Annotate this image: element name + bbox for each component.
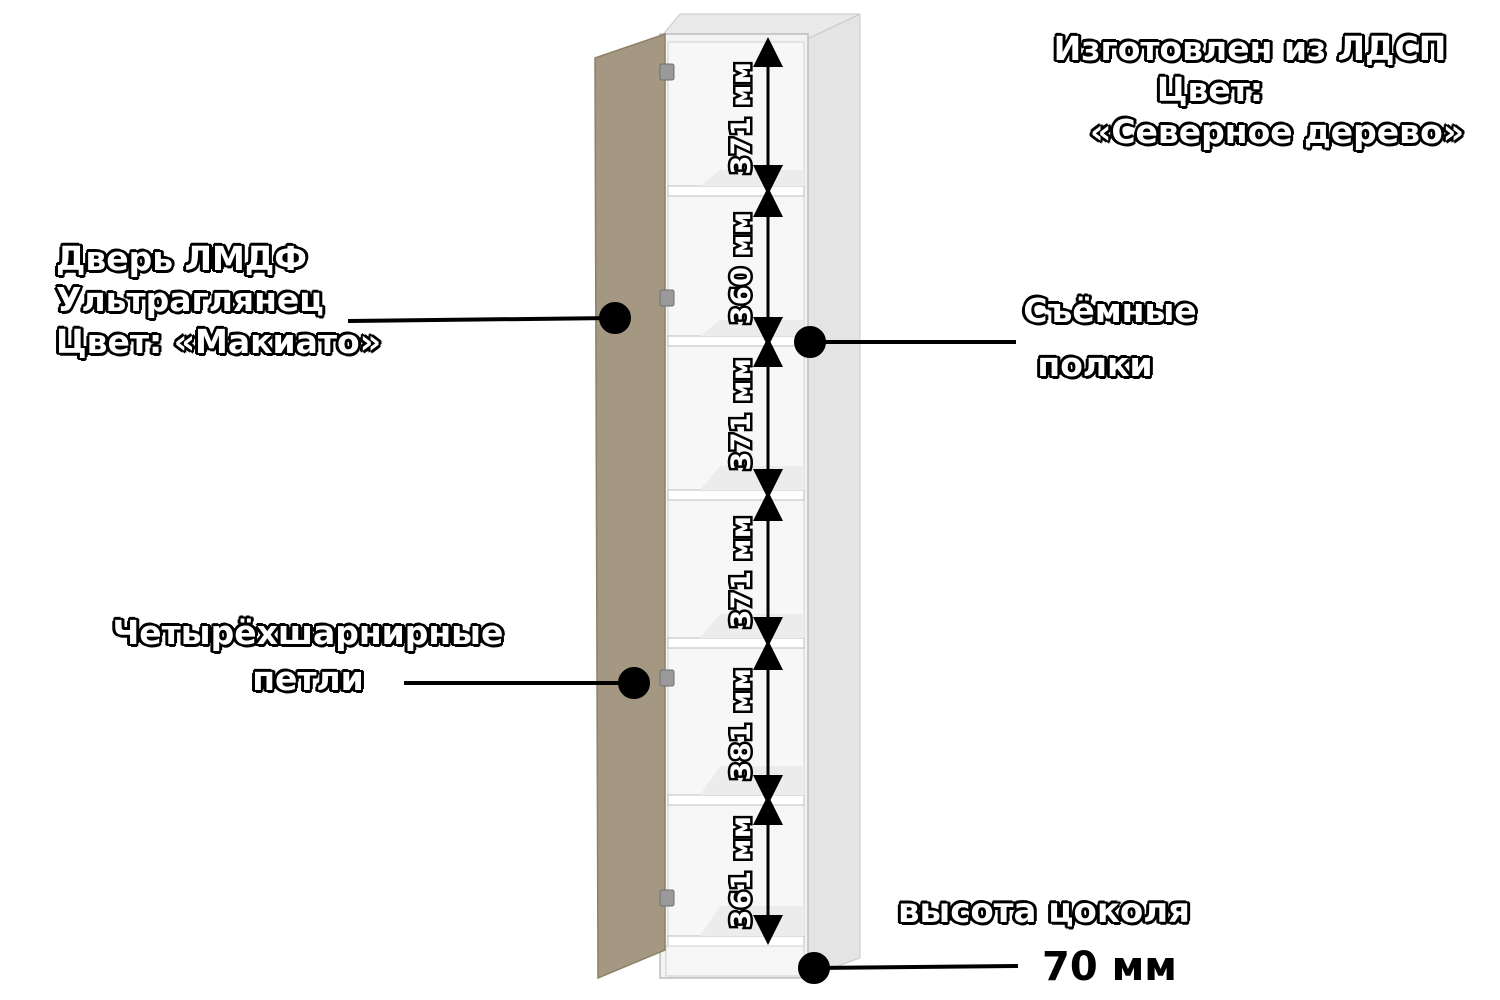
plinth-description: высота цоколя (898, 890, 1190, 933)
door-description: Дверь ЛМДФ Ультраглянец Цвет: «Макиато» (56, 238, 381, 362)
hinges-pointer-dot (618, 667, 650, 699)
cabinet-side-panel (804, 13, 861, 979)
plinth-height-value: 70 мм (1042, 944, 1177, 990)
hinge-icon (659, 889, 675, 907)
shelves-description: Съёмные полки (1000, 284, 1220, 393)
compartment-height-label: 371 мм (726, 358, 757, 471)
door-pointer-line (347, 316, 615, 323)
cabinet-door (594, 32, 666, 980)
shelves-line-1: Съёмные (1023, 291, 1197, 330)
plinth-pointer-dot (798, 952, 830, 984)
hinge-icon (659, 63, 675, 81)
shelf (667, 489, 805, 501)
hinges (659, 63, 675, 907)
dimension-labels: 371 мм 360 мм 371 мм 371 мм 381 мм 361 м… (724, 59, 760, 931)
door-line-2: Ультраглянец (56, 280, 324, 320)
hinges-line-1: Четырёхшарнирные (112, 613, 504, 652)
door-line-3: Цвет: «Макиато» (56, 321, 382, 361)
hinges-description: Четырёхшарнирные петли (98, 610, 518, 702)
compartment-height-label: 371 мм (726, 62, 757, 175)
material-line-3: «Северное дерево» (1090, 111, 1465, 151)
material-description: Изготовлен из ЛДСП Цвет: «Северное дерев… (1040, 28, 1465, 152)
hinge-icon (659, 669, 675, 687)
door-pointer-dot (599, 302, 631, 334)
door-line-1: Дверь ЛМДФ (56, 239, 307, 278)
plinth-label: высота цоколя (898, 891, 1190, 931)
shelves-pointer-dot (794, 326, 826, 358)
material-line-2: Цвет: (1156, 70, 1264, 110)
compartment-height-label: 371 мм (726, 516, 757, 629)
plinth (665, 945, 805, 977)
hinge-icon (659, 289, 675, 307)
compartment-height-label: 381 мм (726, 668, 757, 781)
shelf (667, 794, 805, 806)
compartment-height-label: 361 мм (726, 816, 757, 929)
hinges-line-2: петли (252, 659, 364, 699)
compartment-height-label: 360 мм (726, 212, 757, 325)
plinth-pointer-line (813, 964, 1019, 970)
shelves-line-2: полки (1037, 345, 1153, 385)
shelf (667, 335, 805, 347)
material-line-1: Изготовлен из ЛДСП (1053, 29, 1447, 68)
shelf (667, 637, 805, 649)
callout-pointers (347, 302, 1019, 984)
bottom-panel (667, 935, 805, 947)
shelf (667, 185, 805, 197)
